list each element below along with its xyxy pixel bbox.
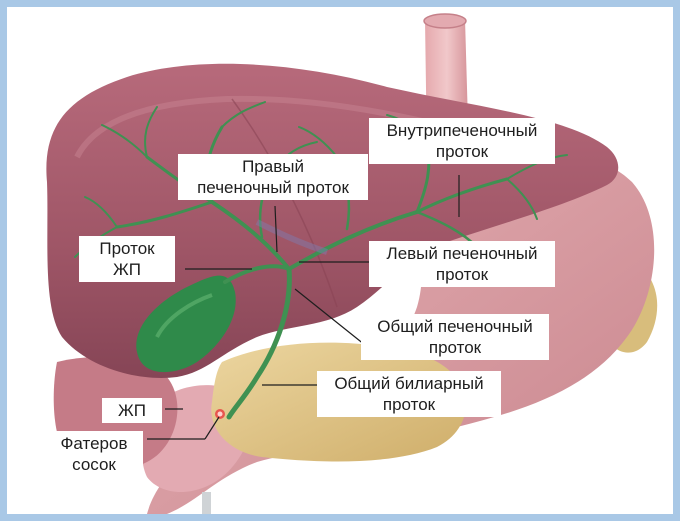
esophagus-opening xyxy=(424,14,466,28)
vessel xyxy=(202,492,211,514)
label-left-hepatic-duct: Левый печеночный проток xyxy=(369,241,555,287)
label-common-hepatic-duct: Общий печеночный проток xyxy=(361,314,549,360)
label-gallbladder-duct: Проток ЖП xyxy=(79,236,175,282)
label-gallbladder: ЖП xyxy=(102,398,162,423)
label-intrahepatic-duct: Внутрипеченочный проток xyxy=(369,118,555,164)
label-common-bile-duct: Общий билиарный проток xyxy=(317,371,501,417)
label-right-hepatic-duct: Правый печеночный проток xyxy=(178,154,368,200)
label-vater-papilla: Фатеров сосок xyxy=(45,431,143,477)
